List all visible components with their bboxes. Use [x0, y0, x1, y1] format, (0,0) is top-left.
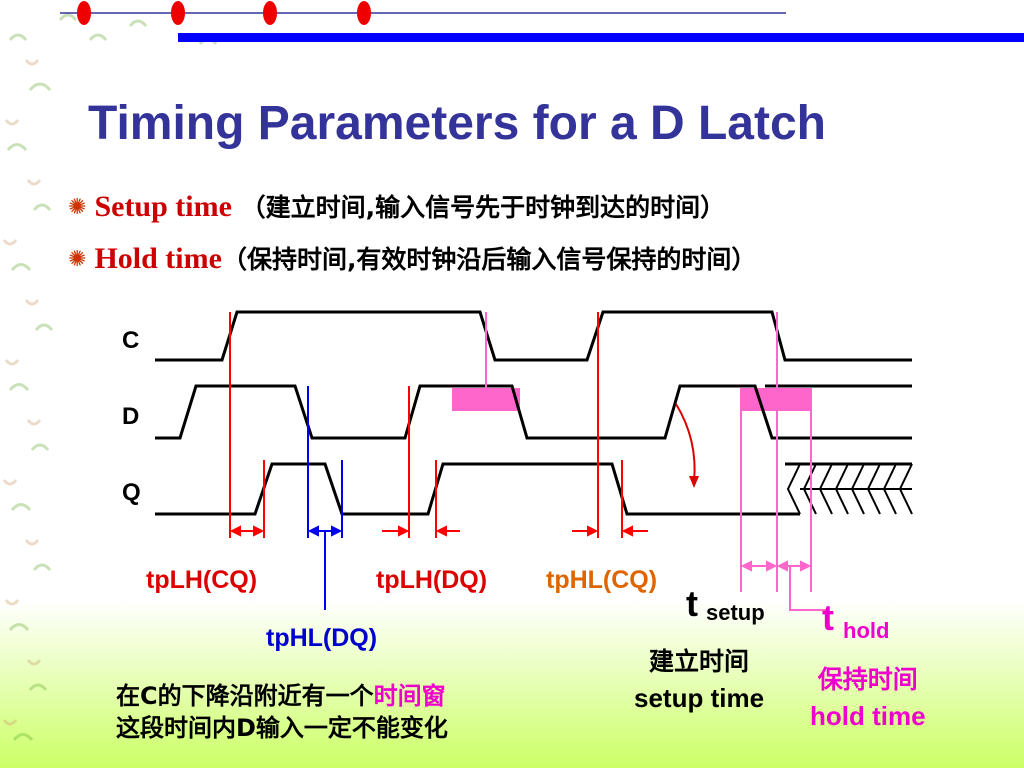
label-t-hold-sub: hold	[843, 618, 889, 643]
setup-time-caption-en: setup time	[634, 683, 765, 713]
window-box-first	[452, 388, 520, 411]
bullet-description: （建立时间,输入信号先于时钟到达的时间）	[231, 193, 726, 222]
label-t-setup-main: t	[686, 583, 698, 624]
bullet-star-icon: ✺	[68, 246, 87, 271]
bottom-gradient	[0, 600, 1024, 768]
slide-title: Timing Parameters for a D Latch	[88, 97, 826, 150]
label-tplh-dq: tpLH(DQ)	[376, 566, 487, 594]
note-line-2: 这段时间内D输入一定不能变化	[116, 714, 448, 742]
bullet-hold-time: ✺ Hold time（保持时间,有效时钟沿后输入信号保持的时间）	[68, 240, 756, 276]
delay-arrows	[229, 525, 826, 611]
signal-label-c: C	[122, 327, 139, 354]
d-to-q-arrow	[675, 403, 696, 483]
note-highlight: 时间窗	[373, 682, 446, 710]
note-line-1: 在C的下降沿附近有一个时间窗	[116, 680, 448, 712]
waveform-d	[155, 384, 912, 440]
red-dot-icon	[357, 1, 371, 25]
waveform-q	[155, 462, 800, 516]
note-line-1-prefix: 在C的下降沿附近有一个	[116, 682, 374, 710]
red-dot-icon	[77, 1, 91, 25]
bullet-term: Setup time	[94, 190, 232, 223]
hold-time-caption-en: hold time	[810, 701, 926, 731]
signal-label-d: D	[122, 403, 139, 430]
bullet-term: Hold time	[94, 242, 222, 275]
note-text: 在C的下降沿附近有一个时间窗 这段时间内D输入一定不能变化	[116, 680, 448, 744]
bullet-description: （保持时间,有效时钟沿后输入信号保持的时间）	[221, 245, 757, 274]
label-t-setup-sub: setup	[706, 600, 765, 625]
red-dot-icon	[263, 1, 277, 25]
setup-time-caption: 建立时间 setup time	[634, 644, 764, 716]
left-leaf-pattern	[2, 13, 218, 742]
timing-markers	[229, 312, 812, 592]
q-unknown-hatch	[786, 463, 913, 515]
hold-time-caption-zh: 保持时间	[817, 665, 918, 694]
bullet-star-icon: ✺	[68, 194, 87, 219]
label-tplh-cq: tpLH(CQ)	[146, 566, 257, 594]
top-dots	[77, 1, 371, 25]
signal-label-q: Q	[122, 479, 141, 506]
red-dot-icon	[171, 1, 185, 25]
top-blue-bar	[178, 33, 1024, 42]
waveform-c	[155, 310, 912, 362]
label-t-hold-main: t	[822, 597, 834, 638]
hold-time-caption: 保持时间 hold time	[810, 662, 926, 734]
label-tphl-dq: tpHL(DQ)	[266, 624, 377, 652]
label-tphl-cq: tpHL(CQ)	[546, 566, 657, 594]
setup-time-caption-zh: 建立时间	[649, 647, 750, 676]
bullet-setup-time: ✺ Setup time （建立时间,输入信号先于时钟到达的时间）	[68, 188, 725, 224]
d-to-q-arrowhead-icon	[689, 476, 699, 488]
